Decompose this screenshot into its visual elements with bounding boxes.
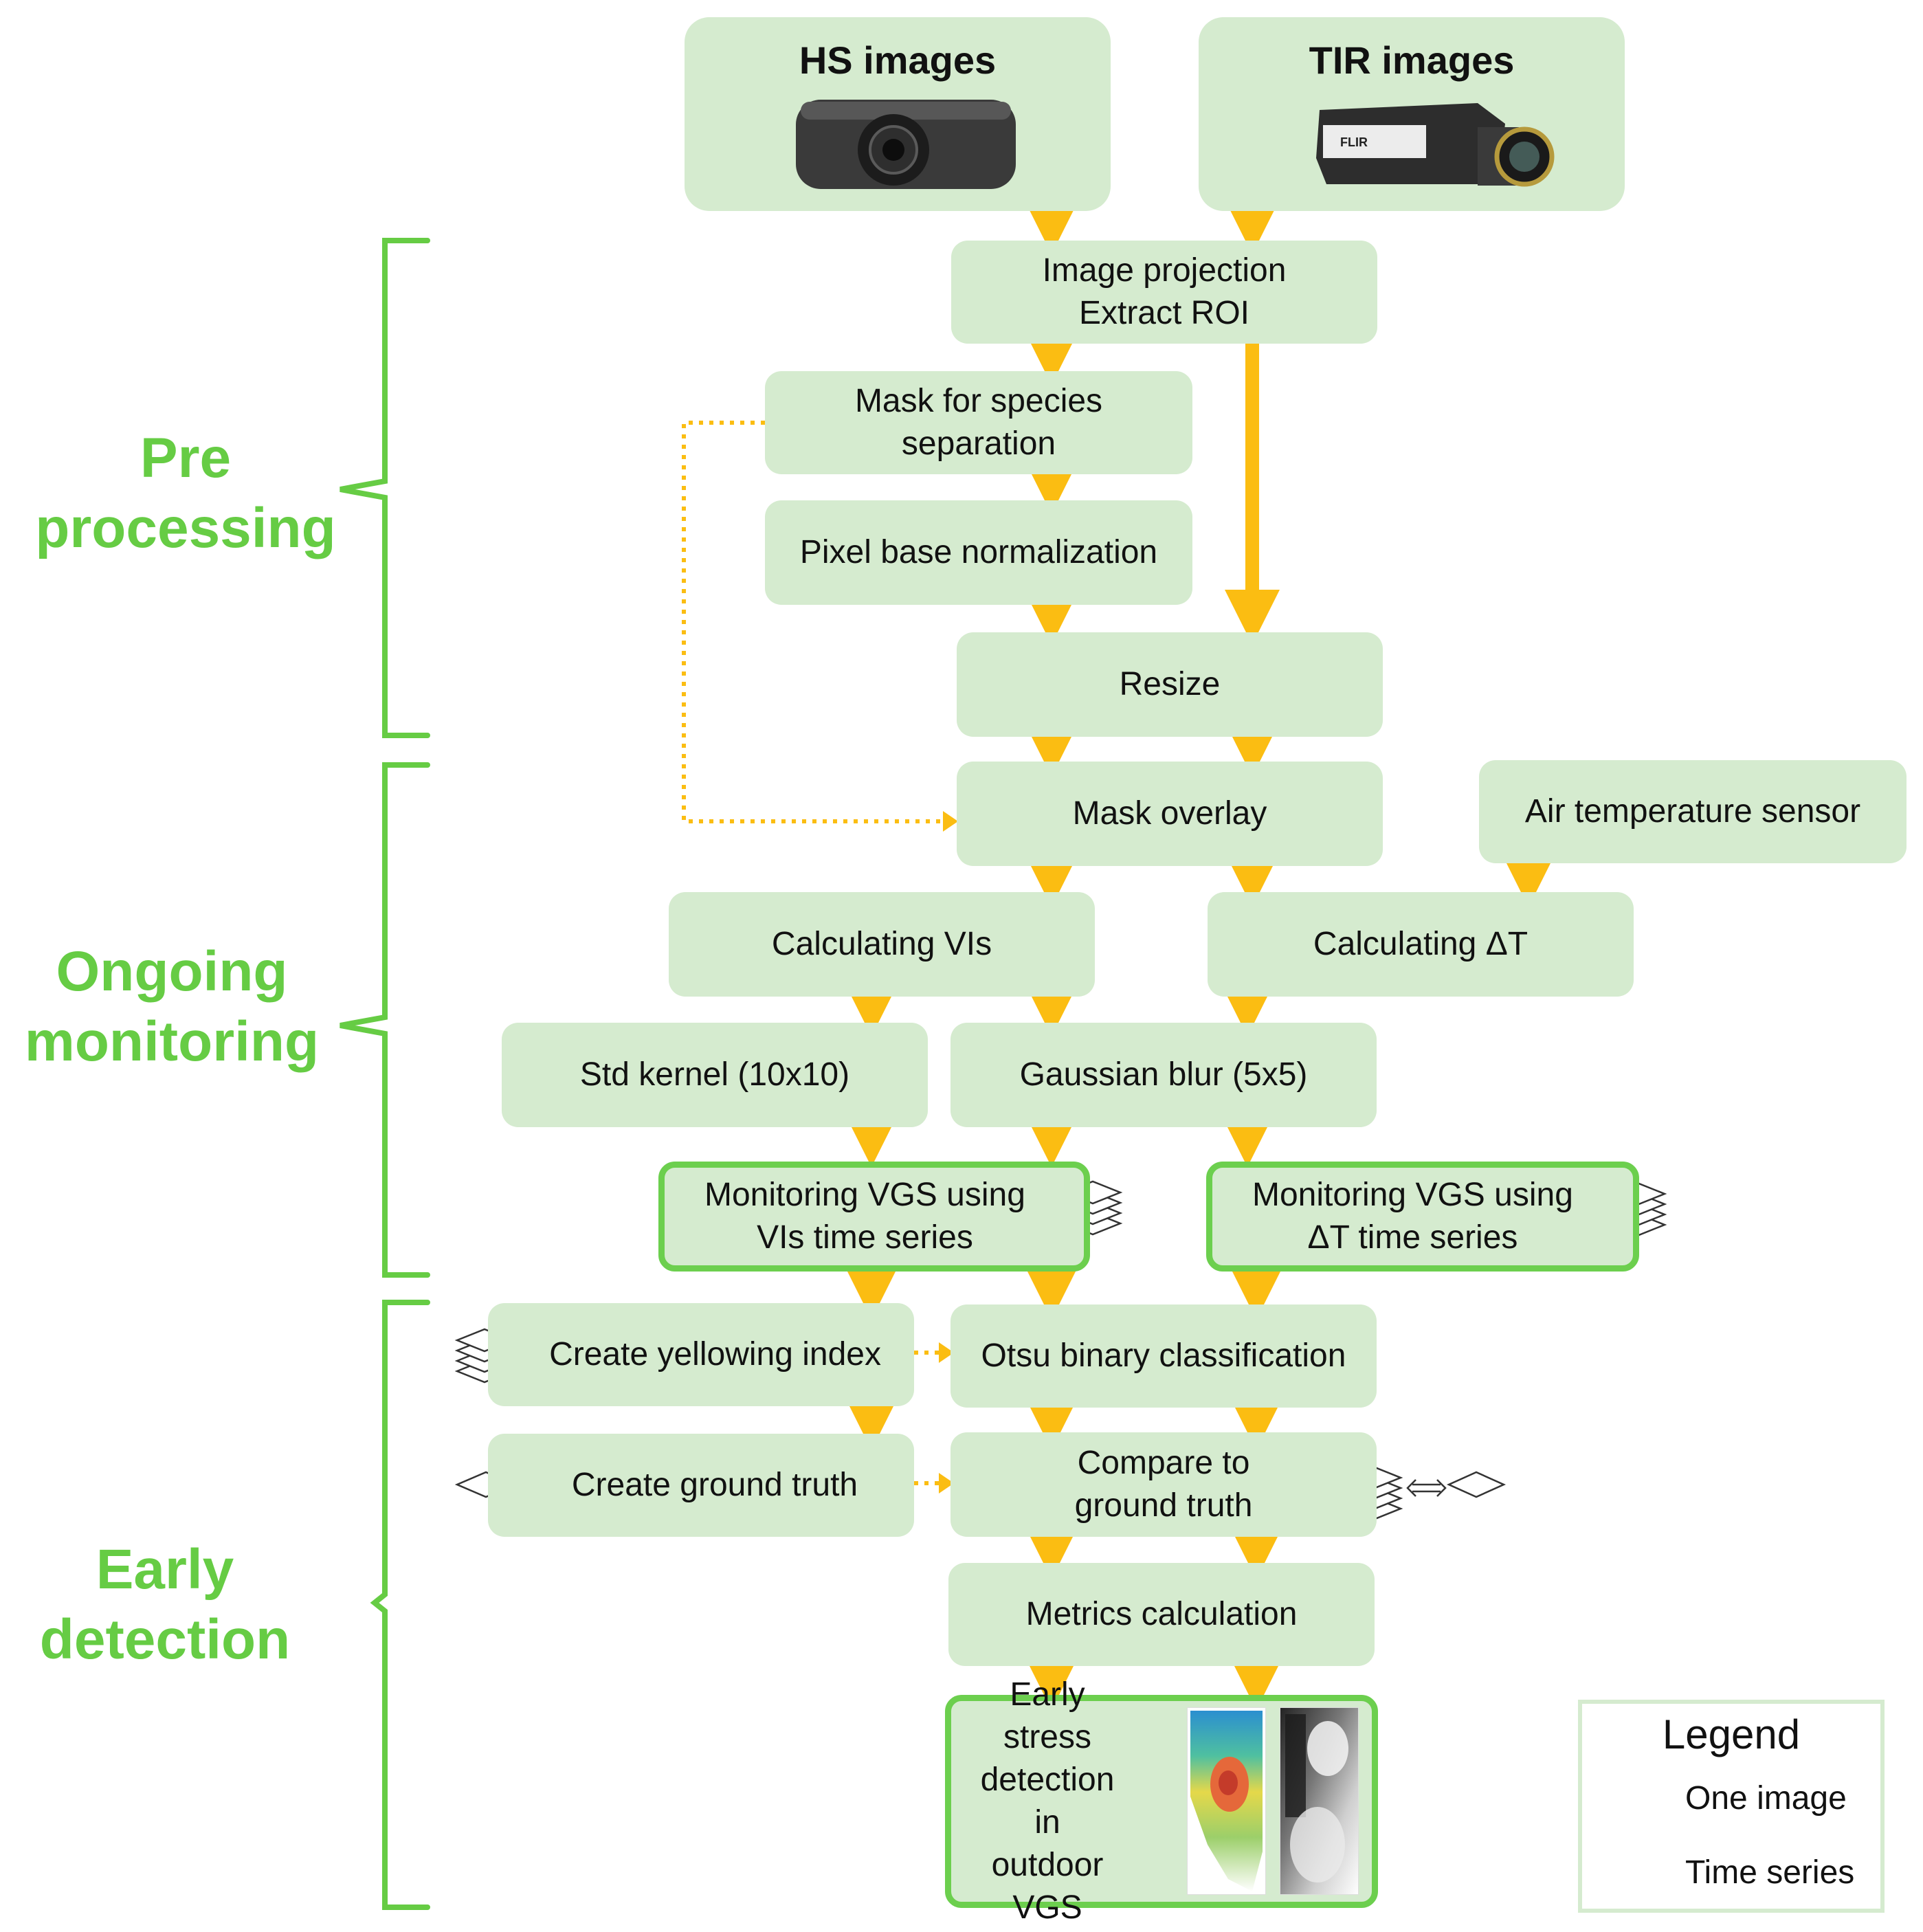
- monitoring-dt-label: Monitoring VGS using ΔT time series: [1252, 1177, 1573, 1256]
- air-temperature-label: Air temperature sensor: [1524, 793, 1861, 830]
- legend-time-series-label: Time series: [1685, 1854, 1855, 1891]
- ground-truth-label: Create ground truth: [571, 1467, 858, 1503]
- monitoring-vis-box: Monitoring VGS using VIs time series: [658, 1162, 1090, 1272]
- calculating-vis-box: Calculating VIs: [669, 892, 1095, 997]
- dotted-arrowheads: [939, 811, 958, 1494]
- mask-overlay-label: Mask overlay: [1072, 795, 1267, 832]
- double-arrow-icon: [1406, 1479, 1447, 1497]
- std-kernel-box: Std kernel (10x10): [502, 1023, 928, 1127]
- otsu-box: Otsu binary classification: [951, 1304, 1377, 1408]
- gaussian-blur-box: Gaussian blur (5x5): [951, 1023, 1377, 1127]
- stress-map-thumbnail: [1187, 1707, 1266, 1895]
- stage-braces: [340, 238, 430, 1910]
- brace-ongoing: [340, 762, 430, 1278]
- stage-label-preprocessing: Pre processing: [35, 427, 336, 559]
- image-projection-box: Image projection Extract ROI: [951, 241, 1377, 344]
- gaussian-blur-label: Gaussian blur (5x5): [1019, 1056, 1308, 1093]
- metrics-label: Metrics calculation: [1025, 1596, 1298, 1632]
- air-temperature-box: Air temperature sensor: [1479, 760, 1907, 863]
- normalization-label: Pixel base normalization: [799, 534, 1158, 570]
- tir-camera-icon: FLIR: [1316, 103, 1555, 187]
- stage-label-early-detection: Early detection: [39, 1538, 291, 1671]
- otsu-label: Otsu binary classification: [981, 1337, 1346, 1374]
- tir-brand-label: FLIR: [1340, 135, 1368, 149]
- monitoring-vis-label: Monitoring VGS using VIs time series: [704, 1177, 1025, 1256]
- camera-overlay: FLIR: [796, 100, 1555, 189]
- flow-arrows: [844, 199, 1556, 1710]
- mask-species-label: Mask for species separation: [854, 383, 1103, 462]
- calculating-dt-box: Calculating ΔT: [1208, 892, 1634, 997]
- yellowing-index-label: Create yellowing index: [549, 1336, 881, 1373]
- ground-truth-box: Create ground truth: [488, 1434, 914, 1537]
- resize-box: Resize: [957, 632, 1383, 737]
- compare-label: Compare to ground truth: [1074, 1445, 1253, 1524]
- compare-box: Compare to ground truth: [951, 1432, 1377, 1537]
- calculating-vis-label: Calculating VIs: [771, 926, 992, 962]
- legend-title: Legend: [1662, 1711, 1801, 1757]
- brace-preprocessing: [340, 238, 430, 738]
- legend-box: Legend One image Time series: [1578, 1700, 1885, 1913]
- early-stress-label: Early stress detection in outdoor VGS: [980, 1676, 1115, 1926]
- normalization-box: Pixel base normalization: [765, 500, 1192, 605]
- monitoring-dt-box: Monitoring VGS using ΔT time series: [1206, 1162, 1639, 1272]
- mask-overlay-box: Mask overlay: [957, 762, 1383, 866]
- legend-one-image-label: One image: [1685, 1780, 1847, 1817]
- tir-images-title: TIR images: [1309, 38, 1515, 82]
- dotted-arrows: [682, 421, 945, 1485]
- stage-label-ongoing-monitoring: Ongoing monitoring: [24, 940, 320, 1073]
- brace-early: [370, 1300, 430, 1910]
- std-kernel-label: Std kernel (10x10): [579, 1056, 850, 1093]
- yellowing-index-box: Create yellowing index: [488, 1303, 914, 1406]
- image-projection-label: Image projection Extract ROI: [1042, 252, 1287, 331]
- calculating-dt-label: Calculating ΔT: [1313, 926, 1529, 962]
- mask-species-box: Mask for species separation: [765, 371, 1192, 474]
- metrics-box: Metrics calculation: [948, 1563, 1375, 1666]
- thermal-map-thumbnail: [1280, 1707, 1359, 1895]
- hs-images-title: HS images: [799, 38, 997, 82]
- resize-label: Resize: [1119, 666, 1221, 702]
- hs-camera-icon: [796, 100, 1016, 189]
